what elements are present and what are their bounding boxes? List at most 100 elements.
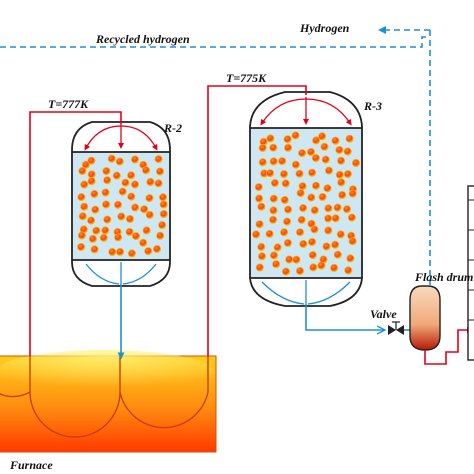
- catalyst-particle: [306, 147, 315, 156]
- outlet-collector-r3: [261, 280, 351, 305]
- catalyst-particle: [308, 237, 317, 246]
- catalyst-particle: [87, 216, 96, 225]
- catalyst-particle: [295, 266, 304, 275]
- catalyst-particle: [130, 155, 139, 164]
- catalyst-particle: [292, 255, 301, 264]
- catalyst-particle: [280, 228, 289, 237]
- catalyst-particle: [296, 189, 305, 198]
- catalyst-particle: [280, 195, 289, 204]
- catalyst-particle: [158, 221, 167, 230]
- furnace-label: Furnace: [9, 458, 53, 472]
- catalyst-particle: [343, 170, 352, 179]
- catalyst-particle: [154, 179, 163, 188]
- catalyst-particle: [284, 205, 293, 214]
- catalyst-particle: [269, 143, 278, 152]
- catalyst-particle: [318, 192, 327, 201]
- feed-line-r2: [29, 111, 122, 356]
- catalyst-particle: [130, 180, 139, 189]
- catalyst-particle: [321, 155, 330, 164]
- catalyst-particle: [78, 212, 87, 221]
- catalyst-particle: [121, 178, 130, 187]
- catalyst-particle: [324, 204, 333, 213]
- catalyst-particle: [278, 157, 287, 166]
- catalyst-particle: [311, 154, 320, 163]
- furnace-coil: [0, 356, 209, 438]
- catalyst-particle: [140, 205, 149, 214]
- catalyst-particle: [131, 203, 140, 212]
- catalyst-particle: [77, 193, 86, 202]
- catalyst-particle: [141, 166, 150, 175]
- catalyst-particle: [269, 157, 278, 166]
- outlet-collector-r2: [85, 262, 157, 285]
- catalyst-particle: [107, 154, 116, 163]
- catalyst-particle: [309, 263, 318, 272]
- catalyst-particle: [330, 263, 339, 272]
- catalyst-particle: [333, 250, 342, 259]
- catalyst-particle: [291, 131, 300, 140]
- catalyst-particles-r3: [252, 131, 360, 276]
- furnace: [0, 350, 217, 453]
- catalyst-particle: [344, 266, 353, 275]
- catalyst-particle: [269, 194, 278, 203]
- catalyst-particle: [92, 226, 101, 235]
- catalyst-particle: [118, 187, 127, 196]
- catalyst-particle: [281, 179, 290, 188]
- catalyst-particle: [155, 167, 164, 176]
- catalyst-particle: [283, 238, 292, 247]
- catalyst-particle: [351, 158, 360, 167]
- catalyst-particle: [154, 155, 163, 164]
- catalyst-particle: [158, 193, 167, 202]
- catalyst-particle: [324, 226, 333, 235]
- inlet-distributor-r3: [260, 97, 352, 126]
- catalyst-particle: [318, 132, 327, 141]
- distillation-column: [467, 185, 474, 361]
- catalyst-particle: [331, 240, 340, 249]
- catalyst-particle: [91, 205, 100, 214]
- catalyst-particle: [310, 225, 319, 234]
- catalyst-particle: [257, 252, 266, 261]
- catalyst-particle: [144, 247, 153, 256]
- catalyst-particle: [343, 147, 352, 156]
- catalyst-particle: [255, 194, 264, 203]
- catalyst-particle: [338, 190, 347, 199]
- catalyst-particle: [266, 169, 275, 178]
- catalyst-particle: [298, 182, 307, 191]
- catalyst-particle: [257, 242, 266, 251]
- catalyst-particle: [252, 230, 261, 239]
- catalyst-particle: [257, 202, 266, 211]
- catalyst-particle: [254, 183, 263, 192]
- catalyst-particle: [108, 247, 117, 256]
- catalyst-particle: [77, 231, 86, 240]
- catalyst-particle: [127, 171, 136, 180]
- catalyst-particle: [324, 214, 333, 223]
- catalyst-particle: [272, 260, 281, 269]
- catalyst-particle: [145, 194, 154, 203]
- catalyst-particle: [283, 217, 292, 226]
- catalyst-particle: [346, 254, 355, 263]
- catalyst-particle: [117, 212, 126, 221]
- catalyst-particle: [102, 200, 111, 209]
- catalyst-particle: [335, 170, 344, 179]
- catalyst-particle: [324, 166, 333, 175]
- catalyst-particle: [317, 261, 326, 270]
- reactor-r2: [71, 121, 171, 287]
- catalyst-particle: [279, 170, 288, 179]
- feed-line-r3: [207, 85, 307, 356]
- catalyst-particle: [78, 166, 87, 175]
- catalyst-particle: [283, 135, 292, 144]
- catalyst-particle: [255, 220, 264, 229]
- catalyst-particle: [159, 200, 168, 209]
- catalyst-particle: [90, 189, 99, 198]
- catalyst-particle: [159, 209, 168, 218]
- reactor-r2-label: R-2: [163, 121, 182, 135]
- catalyst-particle: [308, 168, 317, 177]
- flash-drum: [409, 282, 441, 351]
- catalyst-particle: [127, 192, 136, 201]
- catalyst-particle: [258, 143, 267, 152]
- catalyst-particle: [127, 249, 136, 258]
- inlet-distributor-r2: [84, 124, 158, 151]
- catalyst-particle: [348, 189, 357, 198]
- catalyst-particle: [299, 204, 308, 213]
- catalyst-particle: [323, 184, 332, 193]
- catalyst-particle: [320, 142, 329, 151]
